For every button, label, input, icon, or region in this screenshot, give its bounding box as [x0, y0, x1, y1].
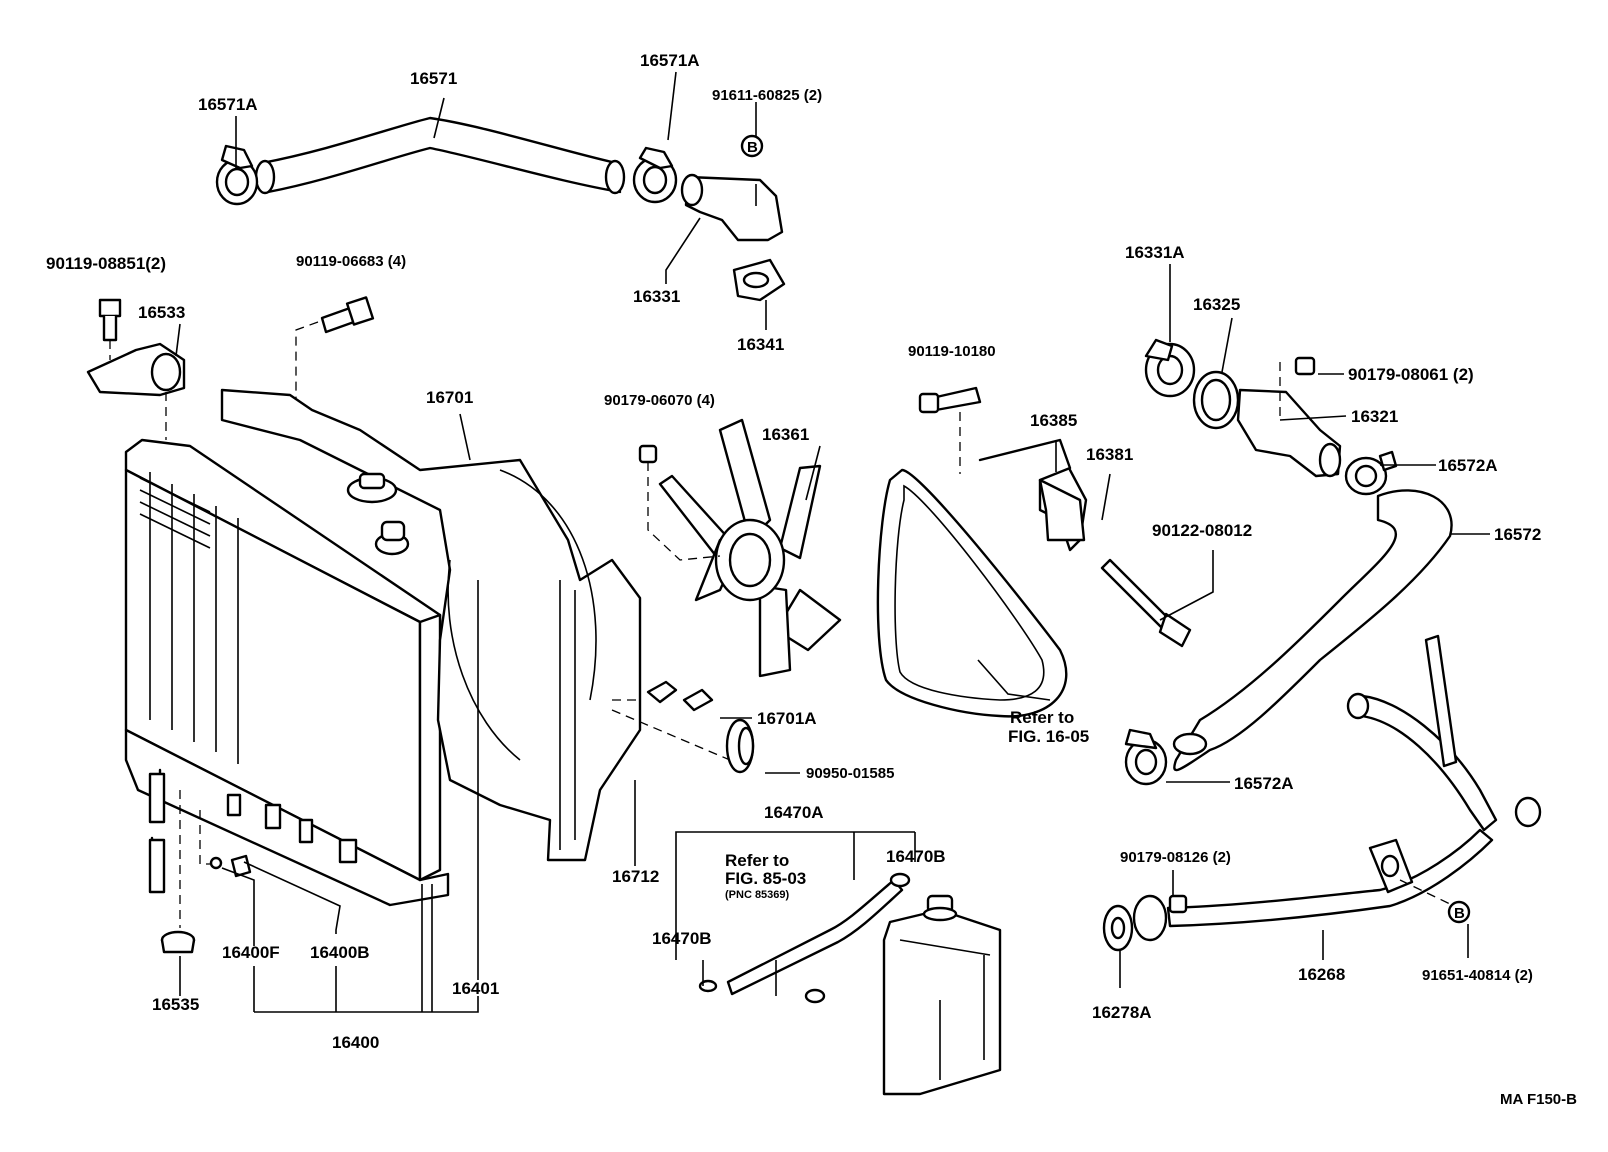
label-16321: 16321	[1351, 407, 1398, 426]
drain-cock-plug-drawing	[209, 854, 252, 878]
label-91651-40814: 91651-40814 (2)	[1422, 967, 1533, 984]
label-16325: 16325	[1193, 295, 1240, 314]
label-16400B: 16400B	[310, 943, 370, 962]
callout-labels: 16571 16571A 16571A 91611-60825 (2) 1633…	[46, 51, 1577, 1108]
reservoir-tank-drawing	[882, 894, 1002, 1096]
label-16701: 16701	[426, 388, 473, 407]
hose-clamp-left-drawing	[215, 144, 259, 206]
water-inlet-drawing	[1236, 388, 1342, 478]
bypass-gasket-drawing	[1102, 894, 1168, 952]
water-outlet-gasket-drawing	[732, 258, 786, 302]
overflow-hose-drawing	[698, 872, 911, 1004]
radiator-support-drawing	[86, 342, 186, 397]
label-16572A-top: 16572A	[1438, 456, 1498, 475]
fan-nut-drawing	[638, 444, 658, 464]
label-pnc-85369: (PNC 85369)	[725, 889, 790, 901]
label-90179-08061: 90179-08061 (2)	[1348, 365, 1474, 384]
radiator-cushion-drawing	[160, 930, 196, 954]
label-16401: 16401	[452, 979, 499, 998]
lower-radiator-hose-drawing	[1172, 489, 1453, 772]
hose-clamp-upper-right-drawing	[1344, 450, 1398, 496]
label-16381: 16381	[1086, 445, 1133, 464]
radiator-support-bolt-drawing	[98, 298, 122, 342]
label-16572: 16572	[1494, 525, 1541, 544]
bypass-nut-drawing	[1168, 894, 1188, 914]
assembly-lines	[109, 321, 1451, 1080]
label-90119-06683: 90119-06683 (4)	[296, 253, 406, 270]
thermostat-gasket-drawing	[1192, 370, 1240, 430]
v-belt-drawing	[876, 468, 1068, 718]
label-16470B-top: 16470B	[886, 847, 946, 866]
shroud-bolt-drawing	[320, 296, 375, 334]
label-16385: 16385	[1030, 411, 1077, 430]
radiator-assembly-drawing	[124, 438, 450, 907]
label-16572A-bottom: 16572A	[1234, 774, 1294, 793]
label-16712: 16712	[612, 867, 659, 886]
label-16701A: 16701A	[757, 709, 817, 728]
label-fig-85-03: FIG. 85-03	[725, 869, 806, 888]
thermostat-drawing	[1144, 338, 1196, 398]
label-90119-10180: 90119-10180	[908, 343, 996, 360]
marker-b-text-bottom: B	[1454, 905, 1465, 922]
label-90950-01585: 90950-01585	[806, 765, 894, 782]
label-16400: 16400	[332, 1033, 379, 1052]
bolt-marker-b-top	[740, 134, 764, 158]
label-16268: 16268	[1298, 965, 1345, 984]
label-16278A: 16278A	[1092, 1003, 1152, 1022]
label-16535: 16535	[152, 995, 199, 1014]
bracket-bolt-drawing	[918, 386, 982, 414]
label-90119-08851: 90119-08851(2)	[46, 254, 166, 273]
fan-shroud-drawing	[220, 388, 642, 862]
hose-clamp-right-drawing	[632, 146, 678, 204]
fan-drawing	[658, 418, 842, 678]
label-16571: 16571	[410, 69, 457, 88]
label-16331A: 16331A	[1125, 243, 1185, 262]
label-90179-08126: 90179-08126 (2)	[1120, 849, 1231, 866]
water-outlet-drawing	[680, 173, 784, 242]
hose-clamp-lower-right-drawing	[1124, 728, 1168, 786]
bolt-marker-b-bottom	[1447, 900, 1471, 924]
label-16533: 16533	[138, 303, 185, 322]
label-16571A-left: 16571A	[198, 95, 258, 114]
inlet-nut-drawing	[1294, 356, 1316, 376]
label-refer-to-1: Refer to	[1010, 708, 1074, 727]
bypass-pipe-drawing	[1166, 634, 1542, 928]
figure-code: MA F150-B	[1500, 1091, 1577, 1108]
grommet-drawing	[725, 718, 755, 774]
label-16400F: 16400F	[222, 943, 280, 962]
label-refer-to-2: Refer to	[725, 851, 789, 870]
leader-lines	[175, 71, 1490, 1013]
fan-bracket-drawing	[978, 438, 1088, 552]
upper-radiator-hose-drawing	[254, 116, 626, 195]
label-fig-16-05: FIG. 16-05	[1008, 727, 1089, 746]
label-16571A-right: 16571A	[640, 51, 700, 70]
shroud-clip-drawing	[646, 680, 714, 712]
part-drawings	[86, 116, 1542, 1096]
label-16361: 16361	[762, 425, 809, 444]
label-16341: 16341	[737, 335, 784, 354]
label-90122-08012: 90122-08012	[1152, 521, 1252, 540]
adjusting-bolt-drawing	[1100, 558, 1192, 648]
label-16470A: 16470A	[764, 803, 824, 822]
label-90179-06070: 90179-06070 (4)	[604, 392, 715, 409]
label-16331: 16331	[633, 287, 680, 306]
label-91611-60825: 91611-60825 (2)	[712, 87, 822, 104]
label-16470B-left: 16470B	[652, 929, 712, 948]
marker-b-text-top: B	[747, 139, 758, 156]
